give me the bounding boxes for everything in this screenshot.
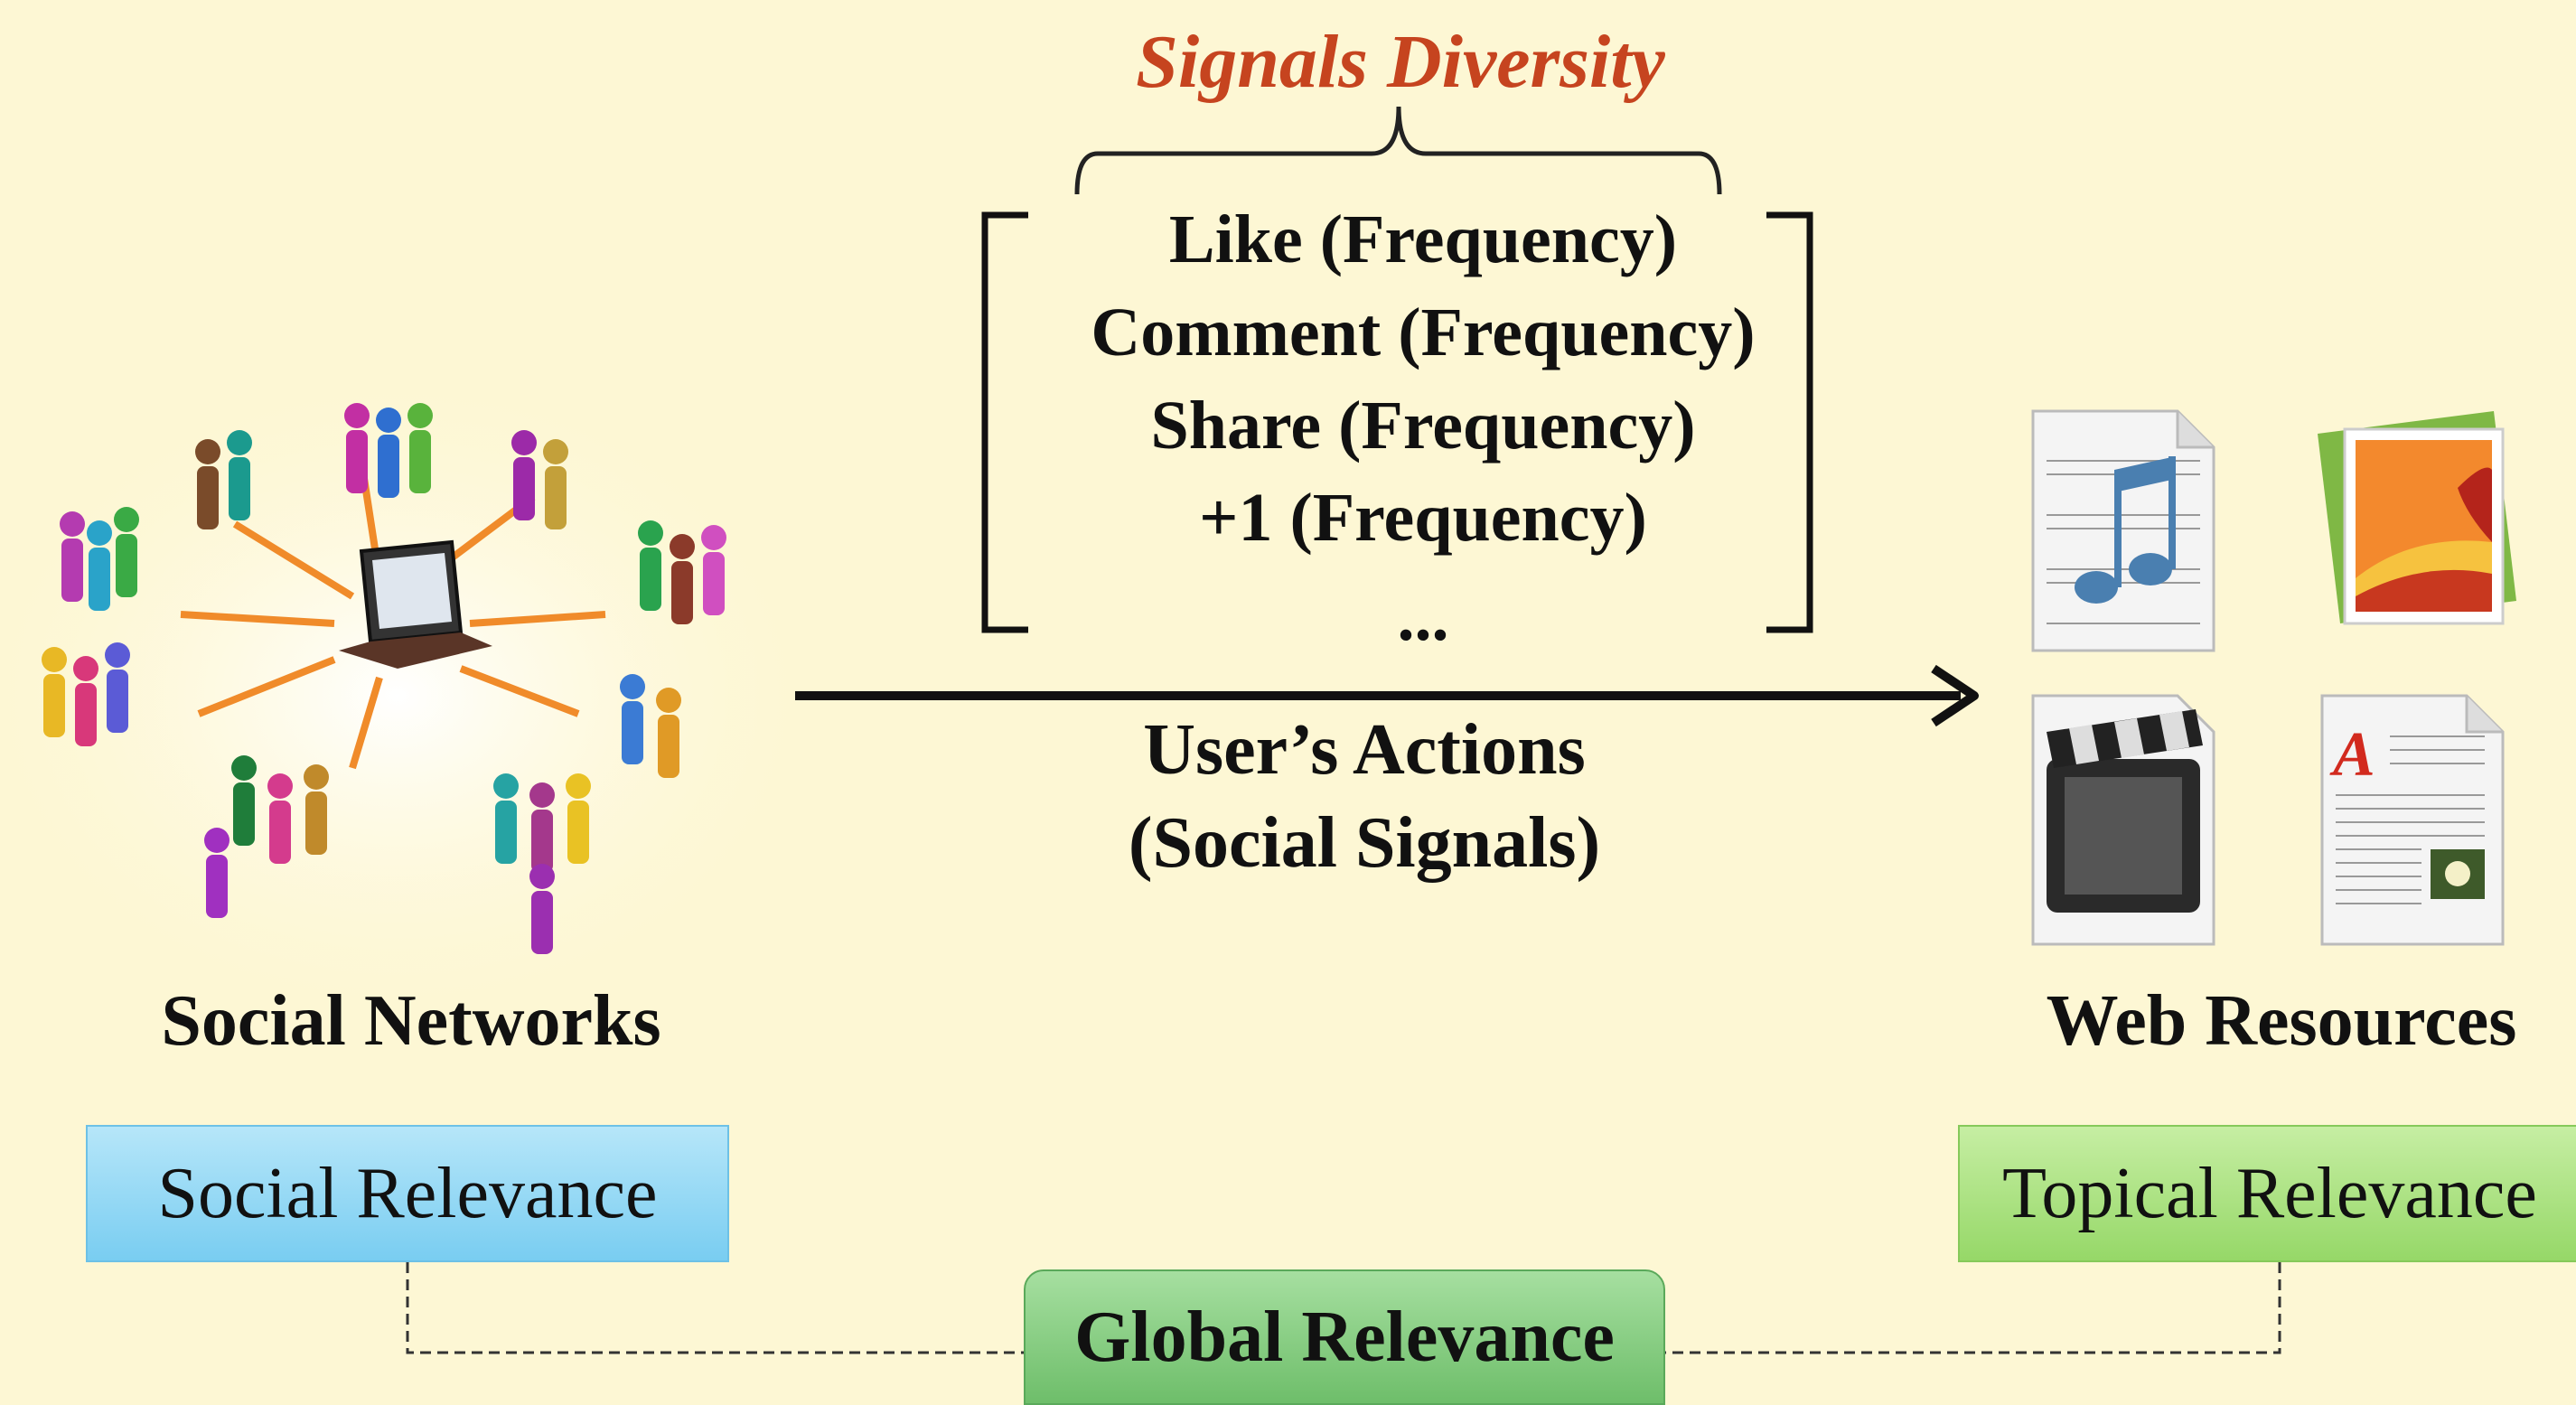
svg-text:A: A <box>2329 720 2375 790</box>
action-arrow-head <box>1931 664 1979 727</box>
music-document-icon <box>2031 409 2215 652</box>
signal-plus-one: +1 (Frequency) <box>1199 480 1647 556</box>
diagram-title: Signals Diversity <box>1136 20 1665 104</box>
social-relevance-box: Social Relevance <box>86 1125 729 1262</box>
social-networks-label: Social Networks <box>161 981 661 1061</box>
signal-ellipsis: ... <box>1397 579 1449 655</box>
signal-share: Share (Frequency) <box>1150 388 1696 464</box>
signal-like: Like (Frequency) <box>1168 201 1678 277</box>
social-connector <box>406 1262 1024 1354</box>
web-resources-label: Web Resources <box>2046 981 2517 1061</box>
text-document-icon: A <box>2320 694 2505 946</box>
topical-relevance-box: Topical Relevance <box>1958 1125 2576 1262</box>
social-network-people-icon <box>0 389 795 1003</box>
curly-brace <box>1074 106 1722 195</box>
left-bracket <box>981 211 1028 633</box>
laptop-icon <box>339 539 492 669</box>
signal-comment: Comment (Frequency) <box>1091 295 1756 370</box>
topical-connector <box>1665 1262 2281 1354</box>
global-relevance-box: Global Relevance <box>1024 1269 1665 1405</box>
actions-label-line2: (Social Signals) <box>1128 803 1601 883</box>
video-clapper-icon <box>2031 694 2215 946</box>
actions-label-line1: User’s Actions <box>1143 710 1586 790</box>
web-resource-icons: A <box>2031 409 2516 946</box>
image-file-icon <box>2318 411 2516 625</box>
right-bracket <box>1766 211 1813 633</box>
